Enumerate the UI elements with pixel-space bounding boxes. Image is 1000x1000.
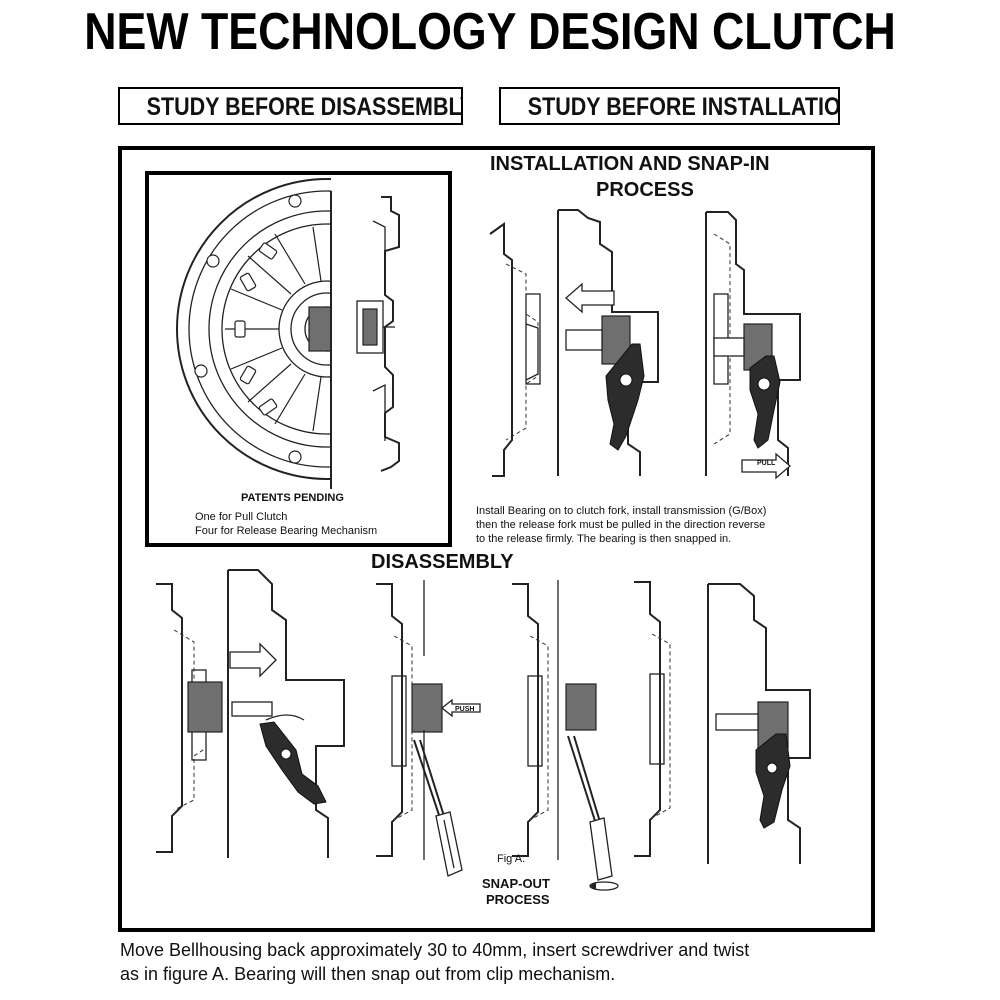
patent-line-release-bearing: Four for Release Bearing Mechanism [195, 525, 378, 537]
caption-line2: as in figure A. Bearing will then snap o… [120, 964, 616, 984]
fig-a-label: Fig A. [497, 853, 526, 865]
disassembly-figure-2 [376, 580, 481, 877]
installation-figure-1 [489, 209, 659, 477]
page-title: NEW TECHNOLOGY DESIGN CLUTCH [84, 3, 896, 61]
clutch-cover-drawing [176, 178, 400, 489]
patent-line-pull-clutch: One for Pull Clutch [195, 511, 288, 523]
snap-out-label-line2: PROCESS [486, 892, 550, 907]
disassembly-figure-3 [512, 580, 619, 891]
study-before-disassembly-box: STUDY BEFORE DISASSEMBLY [118, 87, 463, 125]
disassembly-figure-1 [156, 569, 345, 858]
installation-heading-line2: PROCESS [596, 179, 694, 201]
disassembly-figure-4 [634, 581, 811, 864]
caption: Move Bellhousing back approximately 30 t… [120, 938, 880, 986]
snap-out-label-line1: SNAP-OUT [482, 876, 550, 891]
installation-text-line3: to the release firmly. The bearing is th… [476, 533, 732, 545]
pull-arrow-label: PULL [757, 460, 776, 467]
installation-heading-line1: INSTALLATION AND SNAP-IN [490, 153, 770, 175]
installation-text-line2: then the release fork must be pulled in … [476, 519, 766, 531]
push-arrow-label: PUSH [455, 706, 475, 713]
installation-figure-2 [705, 211, 801, 480]
clutch-cover-inset: PATENTS PENDING One for Pull Clutch Four… [145, 171, 452, 547]
disassembly-heading: DISASSEMBLY [371, 551, 514, 573]
diagram-frame [118, 146, 875, 932]
installation-text-line1: Install Bearing on to clutch fork, insta… [476, 505, 767, 517]
caption-line1: Move Bellhousing back approximately 30 t… [120, 940, 750, 960]
study-before-disassembly-label: STUDY BEFORE DISASSEMBLY [146, 93, 463, 121]
study-before-installation-label: STUDY BEFORE INSTALLATION [527, 93, 840, 121]
patents-pending-label: PATENTS PENDING [241, 492, 344, 504]
study-before-installation-box: STUDY BEFORE INSTALLATION [499, 87, 840, 125]
